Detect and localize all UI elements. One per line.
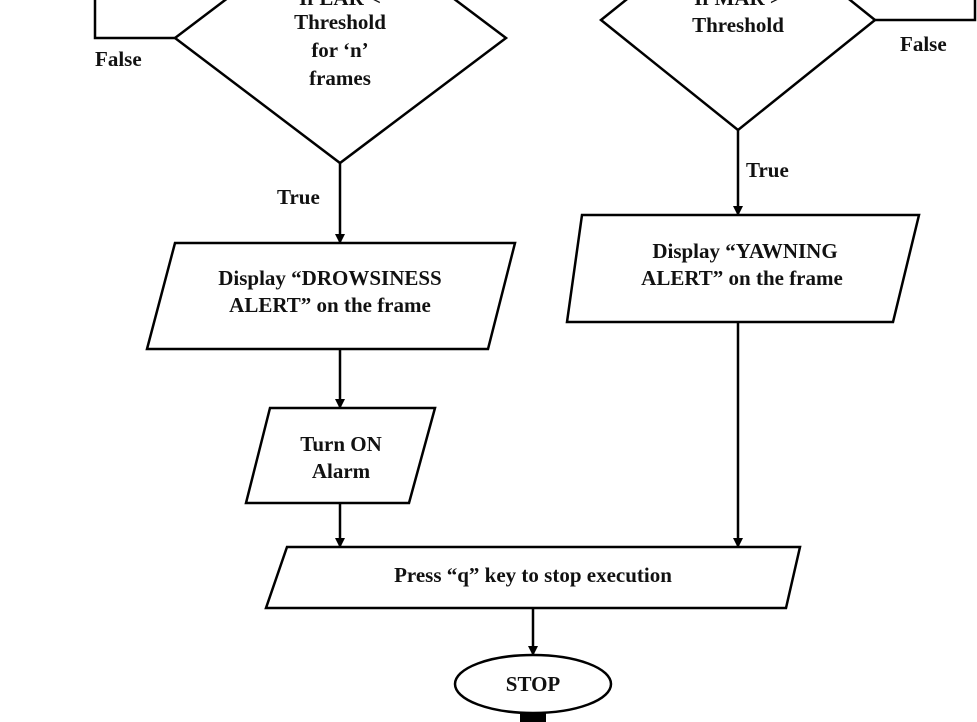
alarm-line-2: Alarm: [312, 459, 371, 483]
mar-line-2: Threshold: [692, 13, 784, 37]
mar-false-loop: [875, 0, 977, 22]
mar-true-label: True: [746, 158, 789, 182]
drowsiness-display: Display “DROWSINESS ALERT” on the frame: [145, 241, 517, 351]
ear-line-2: Threshold: [294, 10, 386, 34]
yawning-display: Display “YAWNING ALERT” on the frame: [565, 213, 921, 324]
drowsiness-line-1: Display “DROWSINESS: [218, 266, 441, 290]
ear-line-1: If EAR <: [299, 0, 381, 10]
ear-line-3: for ‘n’: [311, 38, 368, 62]
ear-true-label: True: [277, 185, 320, 209]
yawning-line-2: ALERT” on the frame: [641, 266, 843, 290]
yawning-line-1: Display “YAWNING: [652, 239, 837, 263]
ear-line-4: frames: [309, 66, 371, 90]
drowsiness-line-2: ALERT” on the frame: [229, 293, 431, 317]
alarm-box: Turn ON Alarm: [244, 406, 437, 505]
stop-prompt-label: Press “q” key to stop execution: [394, 563, 672, 587]
ear-false-loop: [93, 0, 175, 40]
mar-line-1: If MAR >: [694, 0, 782, 10]
ear-decision: If EAR < Threshold for ‘n’ frames False …: [93, 0, 509, 209]
ear-false-label: False: [95, 47, 142, 71]
stop-label: STOP: [506, 672, 561, 696]
mar-false-label: False: [900, 32, 947, 56]
mar-decision: If MAR > Threshold False True: [599, 0, 977, 182]
stop-terminal: STOP: [453, 653, 613, 722]
stop-prompt: Press “q” key to stop execution: [264, 545, 802, 610]
alarm-line-1: Turn ON: [300, 432, 382, 456]
